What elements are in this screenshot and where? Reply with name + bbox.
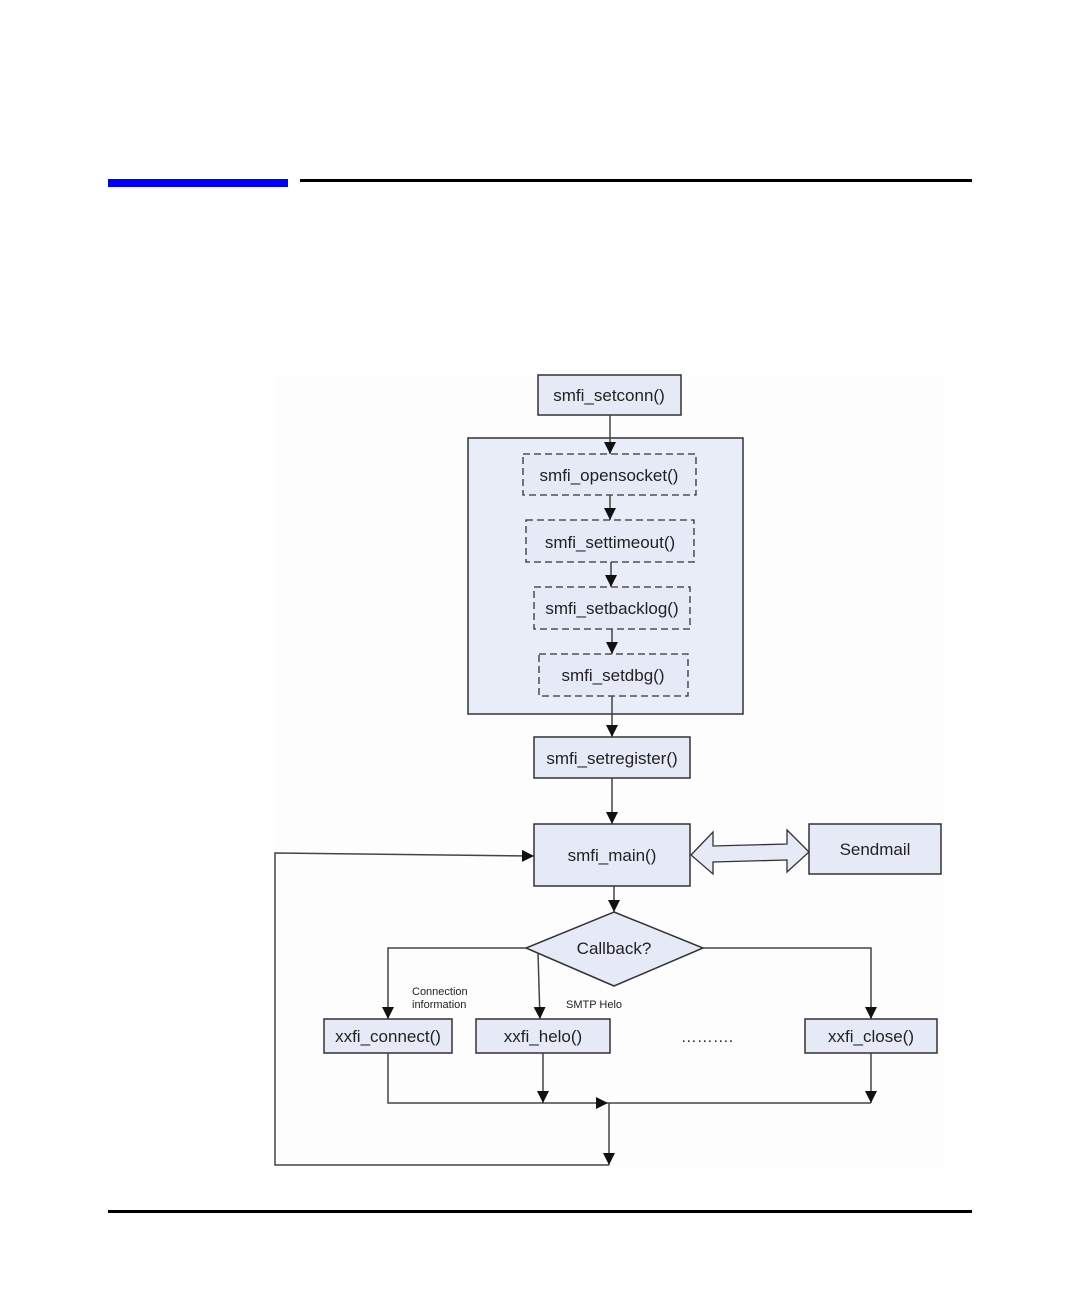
section-accent-bar [108,179,288,187]
bidirectional-arrow [690,828,810,876]
node-settimeout: smfi_settimeout() [525,519,695,563]
node-close: xxfi_close() [804,1018,938,1054]
node-setregister: smfi_setregister() [533,736,691,779]
node-settimeout-label: smfi_settimeout() [545,533,675,552]
node-main: smfi_main() [533,823,691,887]
node-setbacklog-label: smfi_setbacklog() [545,599,678,618]
node-sendmail: Sendmail [808,823,942,875]
node-opensocket-label: smfi_opensocket() [540,466,679,485]
edge-loop-back [274,849,609,1166]
node-setbacklog: smfi_setbacklog() [533,586,691,630]
node-helo-label: xxfi_helo() [504,1027,582,1046]
node-opensocket: smfi_opensocket() [522,453,697,496]
node-setdbg-label: smfi_setdbg() [562,666,665,685]
decision-callback-label: Callback? [577,939,652,958]
node-close-label: xxfi_close() [828,1027,914,1046]
edge-label-connection-2: information [412,999,466,1011]
edge-connect-merge [387,1053,608,1109]
node-helo: xxfi_helo() [475,1018,611,1054]
node-main-label: smfi_main() [568,846,657,865]
edge-callback-close [703,947,877,1019]
edge-label-smtp-helo: SMTP Helo [566,999,622,1011]
header-rule [300,179,972,182]
node-setdbg: smfi_setdbg() [538,653,689,697]
more-callbacks-ellipsis: ………. [681,1029,733,1046]
node-setconn: smfi_setconn() [537,374,682,416]
node-setregister-label: smfi_setregister() [546,749,677,768]
edge-callback-connect [382,947,526,1019]
node-connect-label: xxfi_connect() [335,1027,441,1046]
node-setconn-label: smfi_setconn() [553,386,664,405]
node-sendmail-label: Sendmail [840,840,911,859]
node-connect: xxfi_connect() [323,1018,453,1054]
edge-callback-helo [533,952,546,1020]
footer-rule [108,1210,972,1213]
decision-callback: Callback? [524,911,705,987]
edge-label-connection-1: Connection [412,986,468,998]
